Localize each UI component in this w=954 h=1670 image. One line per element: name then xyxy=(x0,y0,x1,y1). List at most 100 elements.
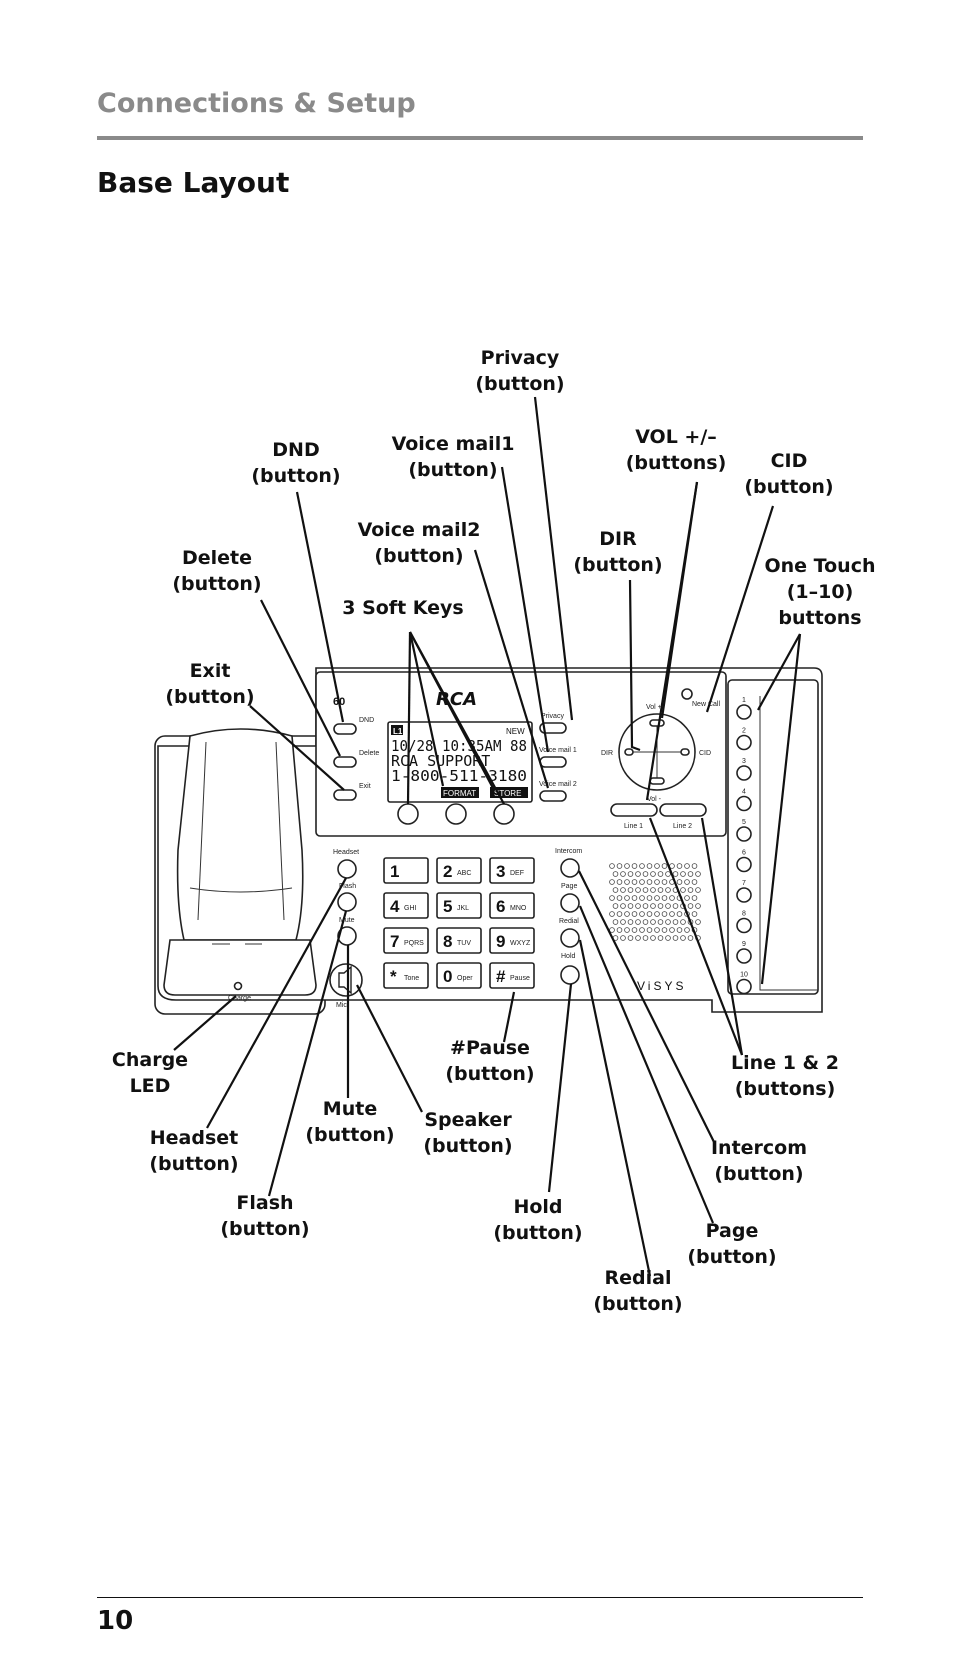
privacy-button[interactable] xyxy=(539,722,567,734)
svg-text:Mute: Mute xyxy=(339,917,355,924)
onetouch-button-10[interactable] xyxy=(736,978,752,995)
callout-voicemail2: Voice mail2(button) xyxy=(358,519,481,567)
key-12[interactable]: #Pause xyxy=(489,962,535,989)
cid-button[interactable] xyxy=(680,748,690,756)
onetouch-button-2[interactable] xyxy=(736,734,752,751)
page-title: Base Layout xyxy=(97,166,290,199)
voicemail1-button[interactable] xyxy=(539,756,567,768)
onetouch-button-7[interactable] xyxy=(736,887,752,903)
svg-text:4: 4 xyxy=(390,897,400,916)
svg-text:2: 2 xyxy=(443,862,452,881)
onetouch-button-9[interactable] xyxy=(736,948,752,964)
callout-onetouch: One Touch(1–10)buttons xyxy=(765,555,876,629)
callout-cid: CID(button) xyxy=(744,450,833,498)
lcd-row-3: 1-800-511-3180 xyxy=(391,767,527,785)
vol-minus-button[interactable] xyxy=(649,777,665,785)
header-rule xyxy=(97,136,863,140)
svg-text:DND: DND xyxy=(359,717,374,724)
svg-text:#: # xyxy=(496,967,506,986)
svg-text:DIR: DIR xyxy=(601,750,613,757)
onetouch-button-5[interactable] xyxy=(736,826,752,842)
callout-dnd: DND(button) xyxy=(251,439,340,487)
onetouch-button-1[interactable] xyxy=(736,704,752,720)
brand-logo: RCA xyxy=(436,689,477,710)
svg-text:Voice mail 1: Voice mail 1 xyxy=(539,747,577,754)
svg-text:Privacy: Privacy xyxy=(541,713,564,720)
svg-text:Vol +: Vol + xyxy=(646,704,662,711)
hold-button[interactable] xyxy=(560,965,580,985)
key-4[interactable]: 4 GHI xyxy=(383,892,429,919)
svg-text:WXYZ: WXYZ xyxy=(510,940,531,947)
soft-key-1[interactable] xyxy=(397,803,419,825)
vol-plus-button[interactable] xyxy=(649,719,665,727)
svg-text:5: 5 xyxy=(742,819,746,826)
callout-flash: Flash(button) xyxy=(220,1192,309,1240)
speaker-icon xyxy=(338,965,352,995)
svg-text:Mic: Mic xyxy=(336,1002,347,1009)
callout-speaker: Speaker(button) xyxy=(423,1109,512,1157)
svg-text:DEF: DEF xyxy=(510,870,524,877)
svg-text:GHI: GHI xyxy=(404,905,417,912)
page-button[interactable] xyxy=(560,893,580,913)
headset-button[interactable] xyxy=(337,859,357,879)
key-1[interactable]: 1 xyxy=(383,857,429,884)
flash-button[interactable] xyxy=(337,892,357,912)
dnd-button[interactable] xyxy=(333,723,357,735)
exit-button[interactable] xyxy=(333,789,357,801)
charge-label: Charge xyxy=(228,995,251,1002)
callout-redial: Redial(button) xyxy=(593,1267,682,1315)
svg-text:2: 2 xyxy=(742,728,746,735)
model-name: ViSYS xyxy=(637,979,686,993)
key-10[interactable]: *Tone xyxy=(383,962,429,989)
callout-dir: DIR(button) xyxy=(573,528,662,576)
soft-key-2[interactable] xyxy=(445,803,467,825)
speaker-button[interactable] xyxy=(329,963,363,997)
line2-button[interactable] xyxy=(659,803,707,817)
key-2[interactable]: 2 ABC xyxy=(436,857,482,884)
svg-text:MNO: MNO xyxy=(510,905,527,912)
dir-button[interactable] xyxy=(624,748,634,756)
handset-cradle xyxy=(163,939,317,996)
onetouch-button-8[interactable] xyxy=(736,917,752,934)
navigation-dial: Vol + Vol - DIR CID New Call xyxy=(601,688,720,803)
redial-button[interactable] xyxy=(560,928,580,948)
soft-key-3[interactable] xyxy=(493,803,515,825)
svg-text:Tone: Tone xyxy=(404,975,419,982)
handset xyxy=(163,728,317,996)
svg-text:Redial: Redial xyxy=(559,918,579,925)
charge-led xyxy=(233,981,243,991)
callout-line12: Line 1 & 2(buttons) xyxy=(731,1052,839,1100)
svg-text:0: 0 xyxy=(443,967,452,986)
lcd-soft-store: STORE xyxy=(494,789,521,798)
onetouch-button-4[interactable] xyxy=(736,795,752,812)
callout-privacy: Privacy(button) xyxy=(475,347,564,395)
onetouch-panel xyxy=(727,679,819,995)
svg-text:7: 7 xyxy=(390,932,399,951)
callout-page: Page(button) xyxy=(687,1220,776,1268)
delete-button[interactable] xyxy=(333,756,357,768)
onetouch-button-3[interactable] xyxy=(736,765,752,781)
intercom-button[interactable] xyxy=(560,858,580,878)
svg-text:9: 9 xyxy=(742,941,746,948)
svg-text:Line 2: Line 2 xyxy=(673,823,692,830)
callout-mute: Mute(button) xyxy=(305,1098,394,1146)
callout-voicemail1: Voice mail1(button) xyxy=(392,433,515,481)
svg-text:Hold: Hold xyxy=(561,953,576,960)
callout-exit: Exit(button) xyxy=(165,660,254,708)
callout-headset: Headset(button) xyxy=(149,1127,238,1175)
line1-button[interactable] xyxy=(610,803,658,817)
svg-text:ABC: ABC xyxy=(457,870,471,877)
voicemail2-button[interactable] xyxy=(539,790,567,802)
footer-rule xyxy=(97,1597,863,1598)
onetouch-button-6[interactable] xyxy=(736,856,752,873)
svg-text:7: 7 xyxy=(742,880,746,887)
lcd-soft-format: FORMAT xyxy=(443,789,476,798)
